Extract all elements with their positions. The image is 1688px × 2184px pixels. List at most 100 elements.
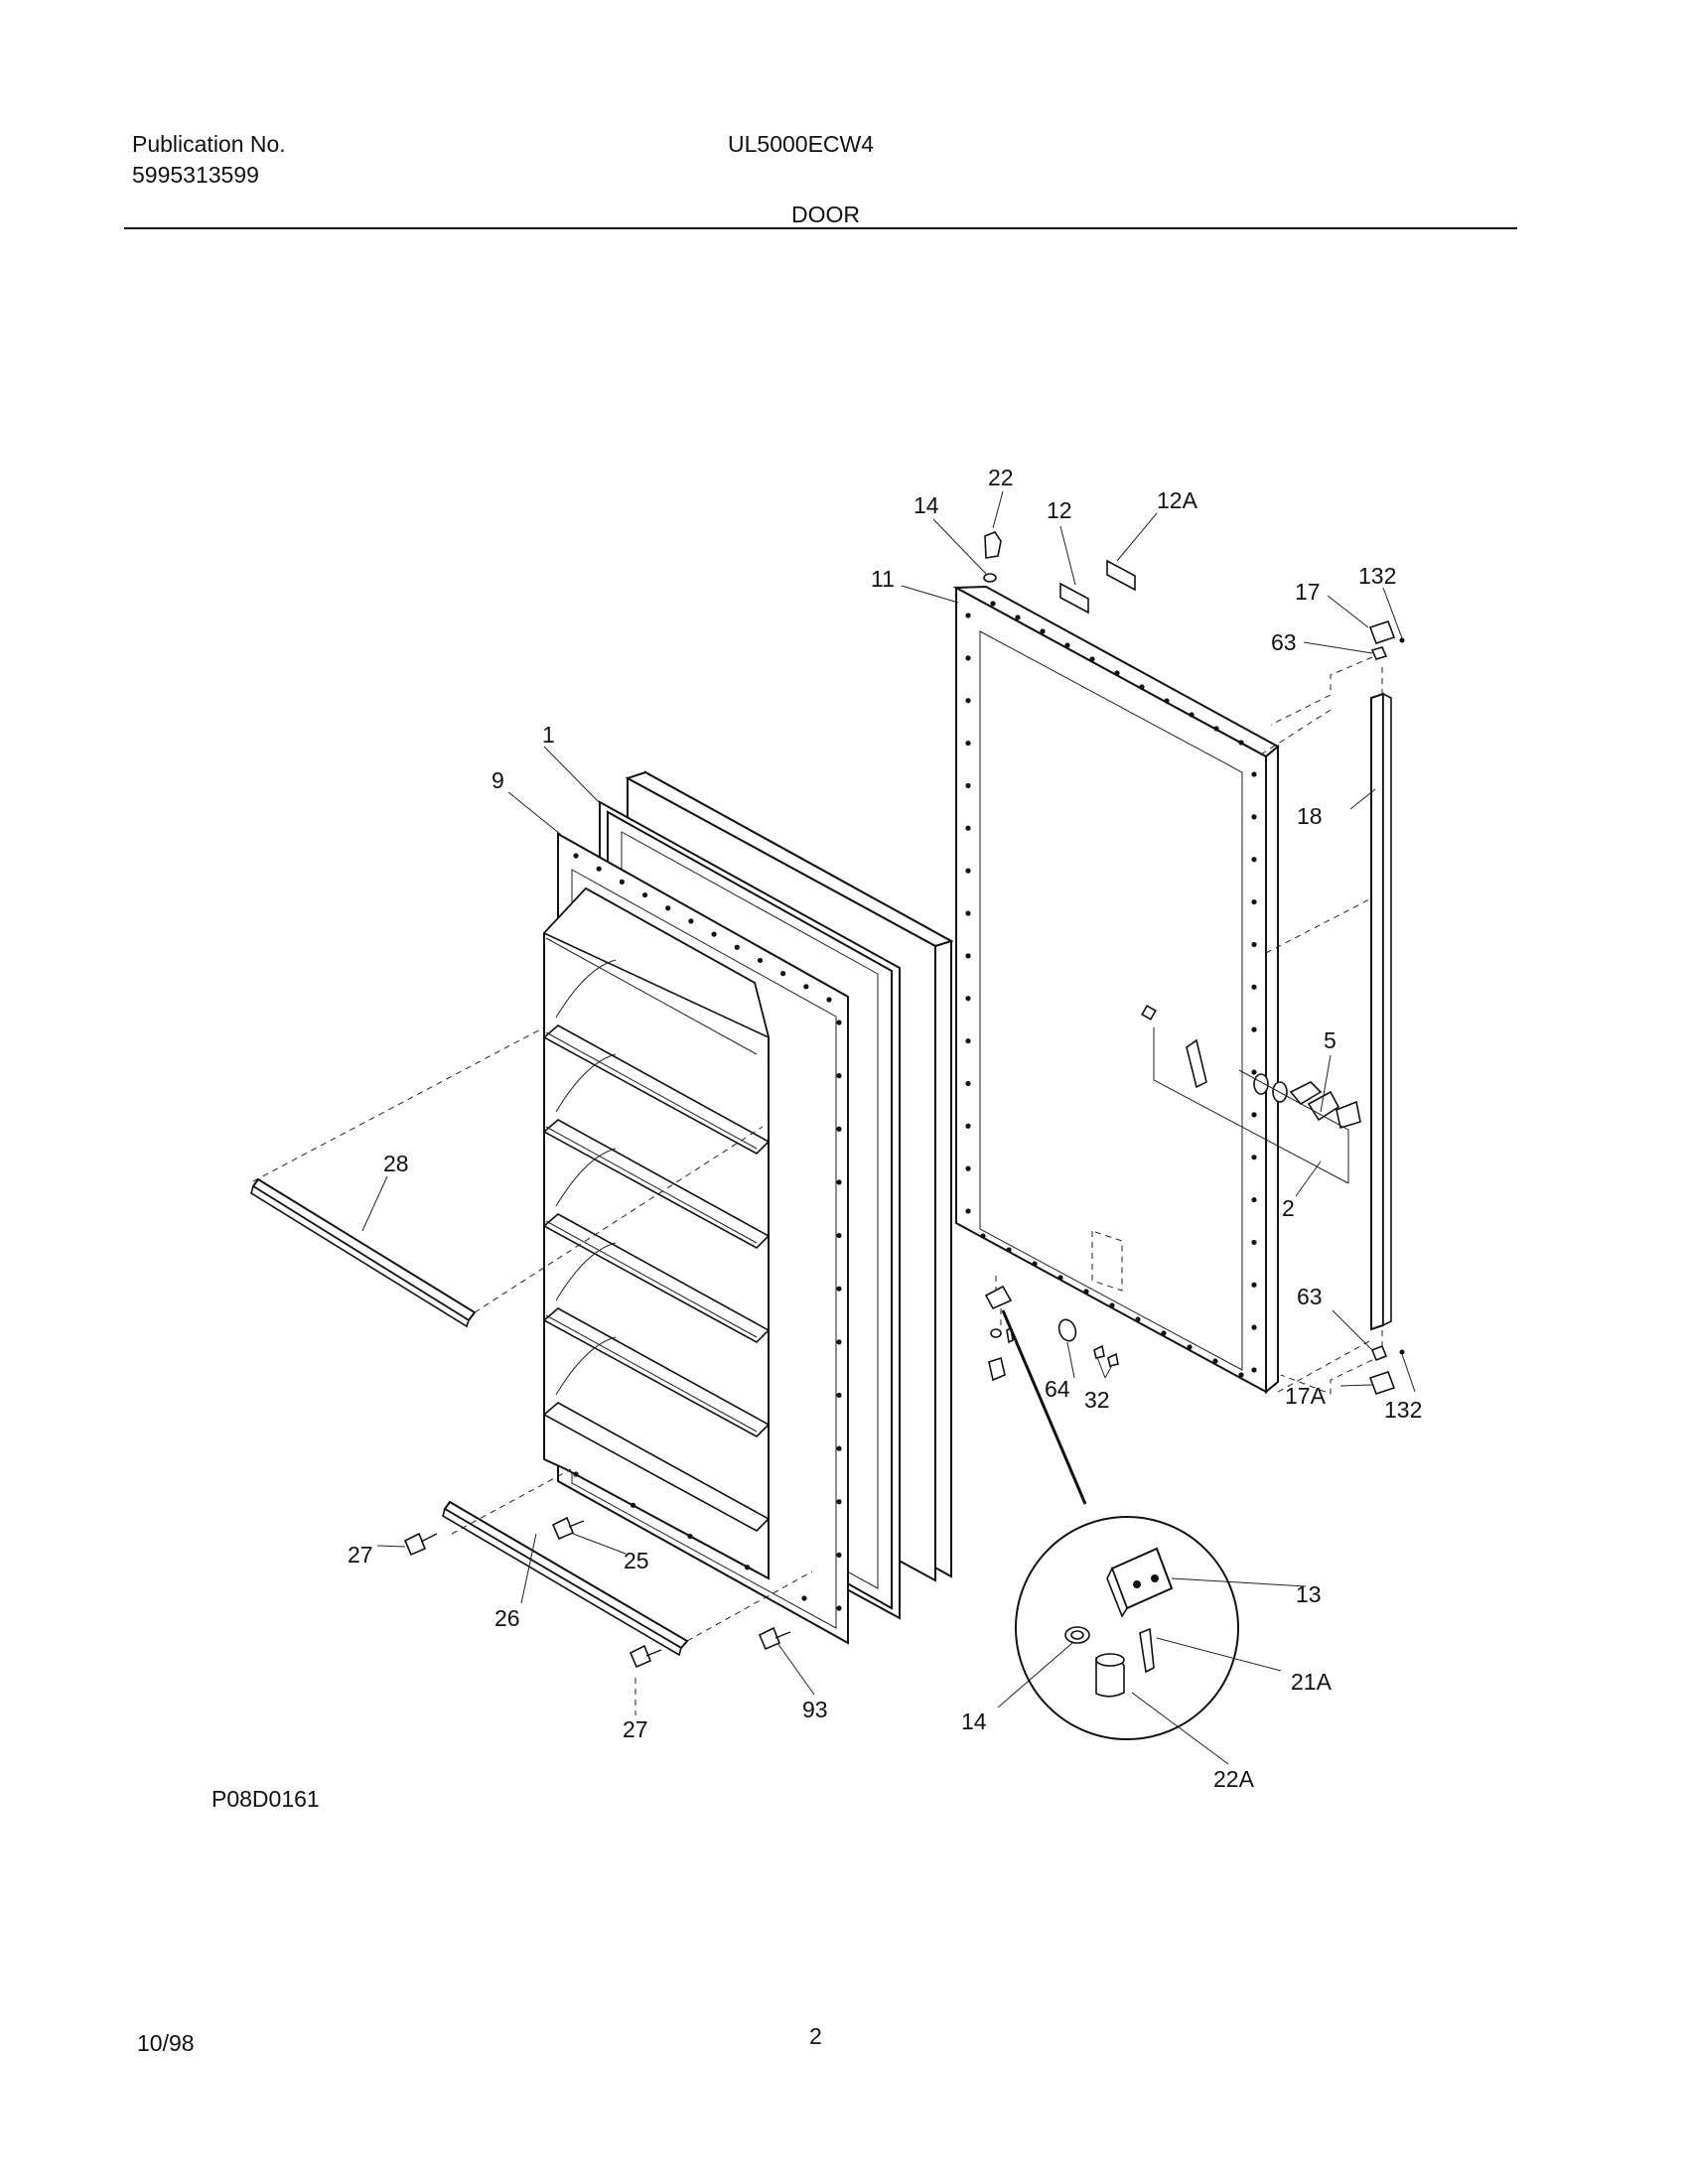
door-shelf [542,1024,771,1155]
breaker-strip-right [1370,692,1392,1331]
callout-5: 5 [1324,1027,1336,1053]
liner-hole [803,984,809,990]
mounting-hole [980,1233,986,1239]
liner-hole [665,905,671,911]
callout-26: 26 [494,1605,520,1631]
liner-hole [619,879,625,885]
mounting-hole [1135,1316,1141,1322]
leader-lines [361,490,1416,1765]
mounting-hole [1040,628,1046,634]
mounting-hole [1057,1275,1063,1281]
mounting-hole [1251,1026,1257,1032]
section-title: DOOR [791,202,860,227]
mounting-hole [1213,726,1219,732]
shelf-curve [555,1242,617,1301]
callout-132-bottom: 132 [1384,1397,1422,1423]
liner-hole [630,1502,636,1508]
outer-door-panel [952,585,1280,1395]
mounting-hole [1251,1367,1257,1373]
diagram-code: P08D0161 [211,1786,320,1812]
callout-14-detail: 14 [961,1708,987,1734]
mounting-hole [965,868,971,874]
mounting-hole [1006,1247,1012,1253]
top-hardware [983,531,1405,726]
mounting-hole [1164,698,1170,704]
mounting-hole [1251,814,1257,820]
liner-hole [801,1595,807,1601]
mounting-hole [1114,670,1120,676]
callout-27-bottom: 27 [623,1716,648,1742]
alignment-lines [252,709,1372,1715]
mounting-hole [1015,614,1021,620]
callout-1: 1 [542,722,555,748]
liner-hole [836,1445,842,1451]
liner-hole [836,1126,842,1132]
mounting-hole [1251,1069,1257,1075]
door-shelf [542,1213,771,1343]
callout-22a: 22A [1213,1766,1255,1792]
callout-63-top: 63 [1271,629,1297,655]
liner-hole [836,1605,842,1611]
callout-93: 93 [802,1697,828,1722]
callout-25: 25 [624,1548,649,1573]
liner-hole [734,944,740,950]
callout-27-left: 27 [348,1542,373,1568]
mounting-hole [1109,1302,1115,1308]
shelf-curve [555,1148,617,1207]
door-inner-liner [542,832,849,1645]
liner-hole [836,1339,842,1345]
liner-hole [573,853,579,859]
callout-9: 9 [492,767,504,793]
mounting-hole [965,1080,971,1087]
mounting-hole [965,1037,971,1044]
callout-12a: 12A [1157,487,1198,513]
mounting-hole [1251,1196,1257,1203]
callout-17a: 17A [1285,1383,1327,1409]
mounting-hole [965,1123,971,1129]
callout-63-bottom: 63 [1297,1284,1323,1309]
mounting-hole [965,782,971,789]
mounting-hole [1251,1324,1257,1330]
callout-2: 2 [1282,1195,1295,1221]
mounting-hole [965,910,971,916]
liner-hole [836,1499,842,1505]
liner-hole [836,1232,842,1239]
shelf-edge [545,1126,758,1244]
mounting-hole [1189,712,1195,718]
liner-hole [573,1471,579,1477]
callout-22: 22 [988,465,1014,490]
liner-hole [836,1020,842,1025]
mounting-hole [1238,740,1244,746]
liner-hole [687,1533,693,1540]
callout-11: 11 [871,566,895,592]
callout-18: 18 [1297,803,1323,829]
callout-17: 17 [1295,579,1321,605]
mounting-hole [1251,898,1257,905]
shelf-curve [555,959,617,1019]
liner-hole [836,1392,842,1399]
mounting-hole [1064,642,1070,648]
mounting-hole [965,825,971,831]
mounting-hole [990,601,996,607]
liner-hole [836,1286,842,1292]
liner-hole [688,918,694,924]
hinge-detail-circle [1001,1309,1239,1740]
shelf-curve [555,1053,617,1113]
mounting-hole [1251,857,1257,863]
mounting-hole [1251,771,1257,777]
mounting-hole [1161,1330,1167,1336]
mounting-hole [1139,684,1145,690]
liner-hole [826,997,832,1003]
liner-hole [744,1565,751,1570]
bottom-hardware [984,1276,1405,1396]
screws [403,1516,791,1669]
mounting-hole [965,996,971,1002]
callout-14-top: 14 [914,492,939,518]
callout-labels: 1 9 11 12 12A 14 22 17 132 63 18 5 2 28 … [211,465,1422,1812]
callout-21a: 21A [1291,1669,1333,1695]
mounting-hole [1212,1358,1218,1364]
shelf-edge [545,1031,758,1150]
door-shelf [542,1307,771,1437]
mounting-hole [1187,1344,1193,1350]
